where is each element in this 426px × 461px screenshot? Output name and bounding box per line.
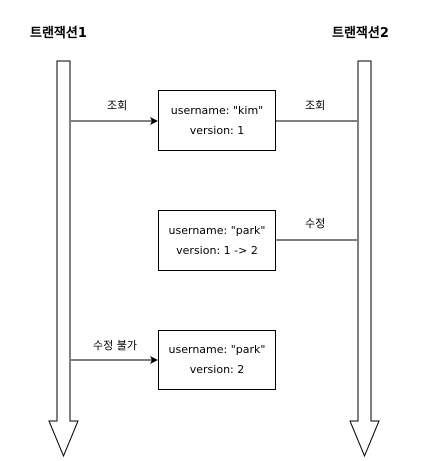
record-box-kim-v1: username: "kim" version: 1 xyxy=(158,90,276,151)
transaction-2-timeline-arrow xyxy=(349,60,380,458)
record-username: username: "park" xyxy=(168,343,266,356)
tx2-update-label: 수정 xyxy=(305,217,326,230)
tx1-update-fail-label: 수정 불가 xyxy=(93,339,137,352)
record-username: username: "park" xyxy=(168,223,266,237)
transaction-2-header: 트랜잭션2 xyxy=(332,26,389,41)
tx2-read-label: 조회 xyxy=(305,99,326,112)
record-version: version: 1 xyxy=(189,123,245,137)
tx1-read-label: 조회 xyxy=(107,99,128,112)
record-username: username: "kim" xyxy=(170,103,264,117)
record-box-park-v2: username: "park" version: 2 xyxy=(158,330,276,390)
transaction-1-timeline-arrow xyxy=(48,60,79,458)
transaction-1-header: 트랜잭션1 xyxy=(30,26,87,41)
record-box-park-v1-to-v2: username: "park" version: 1 -> 2 xyxy=(158,210,276,271)
record-version: version: 2 xyxy=(189,363,245,376)
record-version: version: 1 -> 2 xyxy=(176,243,258,257)
